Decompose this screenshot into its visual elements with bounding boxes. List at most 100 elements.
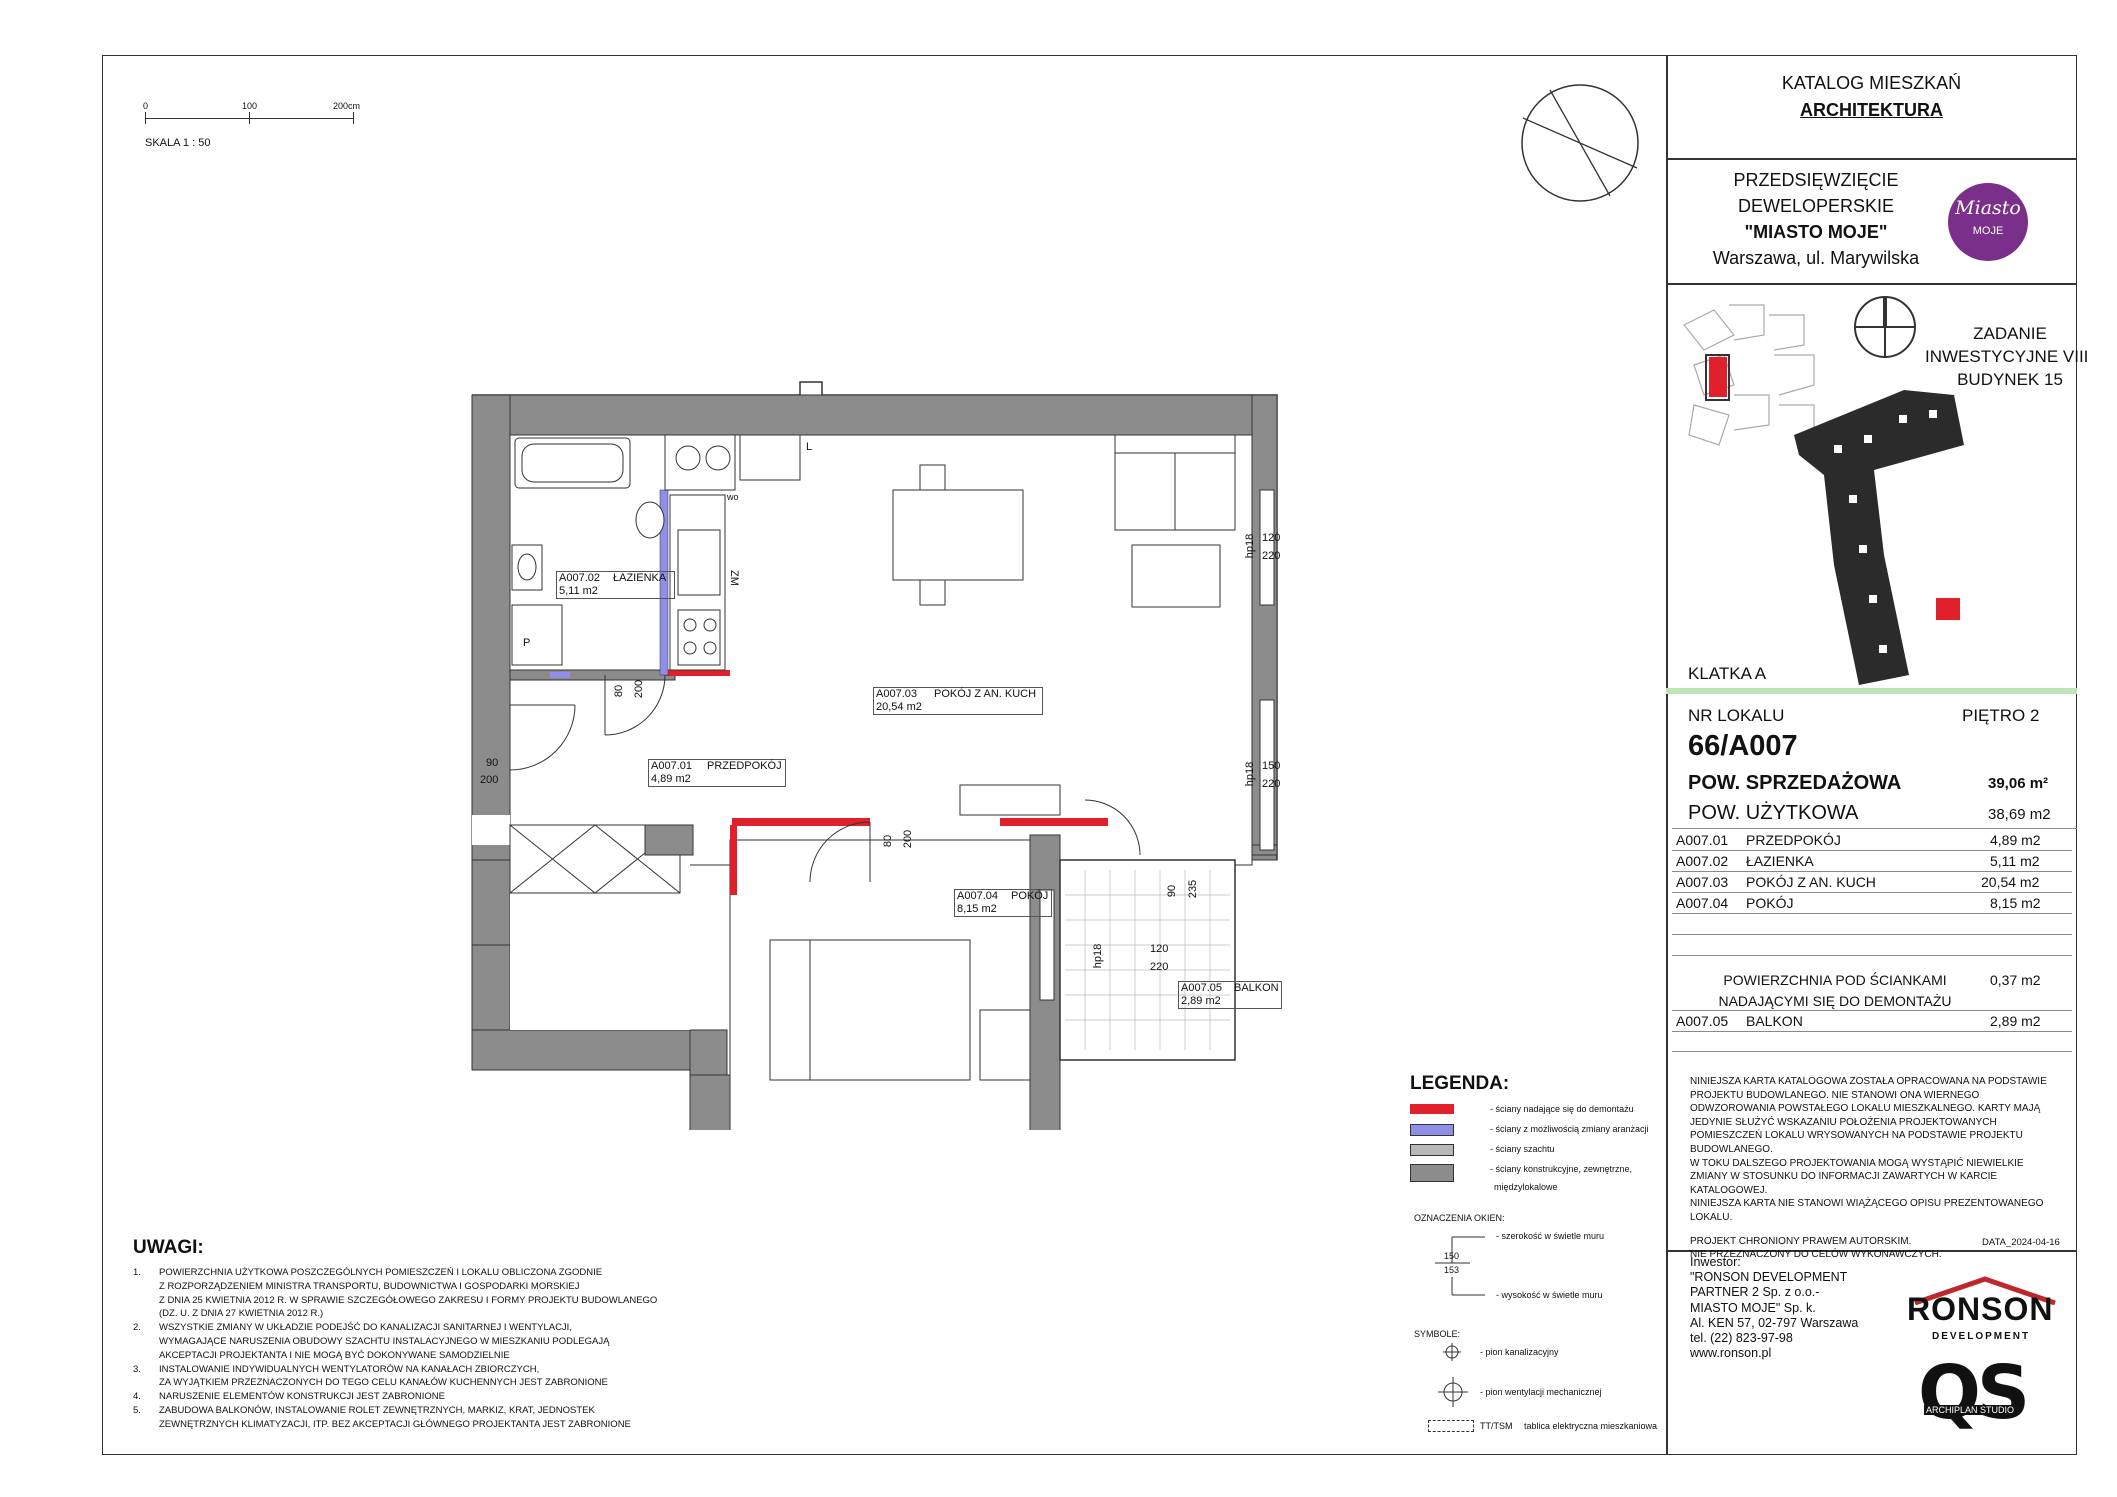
symbol-2: - pion wentylacji mechanicznej [1480,1387,1602,1397]
room-label-pokoj-kuch: A007.03 POKÓJ Z AN. KUCH 20,54 m2 [873,687,1043,715]
sewer-riser-icon [1443,1343,1461,1361]
title-block-divider [1666,55,1668,1455]
usable-area-label: POW. UŻYTKOWA [1688,802,1859,824]
usable-area-value: 38,69 m2 [1988,806,2051,823]
dim-entry-w: 90 [486,757,499,769]
scale-label: SKALA 1 : 50 [145,137,211,149]
ronson-roof-icon [1914,1276,2056,1305]
label-zm: ZM [727,570,740,586]
win2-h: 220 [1262,778,1281,790]
room-row-empty [1672,935,2072,956]
north-arrow-icon [1521,84,1639,202]
project-l1: PRZEDSIĘWZIĘCIE [1733,170,1899,190]
win2-hp: hp18 [1244,761,1257,787]
staircase: KLATKA A [1688,664,1767,683]
win-bot: 153 [1444,1265,1460,1275]
legend-swatch-blue [1410,1124,1454,1136]
disclaimer: NINIEJSZA KARTA KATALOGOWA ZOSTAŁA OPRAC… [1690,1076,2047,1261]
divider [1666,283,2077,285]
win1-h: 220 [1262,550,1281,562]
catalog-title: KATALOG MIESZKAŃ [1781,73,1962,93]
divider [1666,1250,2077,1252]
electric-panel-icon [1428,1420,1474,1432]
win-height-desc: - wysokość w świetle muru [1496,1290,1603,1300]
section-title: ARCHITEKTURA [1800,100,1943,120]
dim-door-bath-h: 200 [633,679,646,699]
date-label: DATA_2024-04-16 [1982,1237,2060,1248]
project-l3: "MIASTO MOJE" [1744,222,1888,242]
walls-label-l1: POWIERZCHNIA POD ŚCIANKAMI [1723,972,1947,988]
drawing-frame [102,55,2077,1455]
ronson-logo: RONSON [1907,1291,2054,1327]
dim-door-room-w: 80 [882,834,895,848]
nr-lokalu-label: NR LOKALU [1688,706,1785,725]
legend-item: - ściany z możliwością zmiany aranżacji [1490,1124,1649,1134]
notes-title: UWAGI: [133,1237,204,1258]
task-l2: INWESTYCYJNE VIII [1925,347,2089,366]
win1-hp: hp18 [1244,533,1257,559]
bal-door-h: 235 [1187,879,1200,899]
sales-area-label: POW. SPRZEDAŻOWA [1688,772,1902,794]
notes-list: 1.POWIERZCHNIA UŻYTKOWA POSZCZEGÓLNYCH P… [133,1267,658,1430]
room-row-empty [1672,1031,2072,1052]
win1-w: 120 [1262,532,1281,544]
legend-item: - ściany konstrukcyjne, zewnętrzne, [1490,1164,1633,1174]
sales-area-value: 39,06 m² [1988,775,2049,792]
legend-item: - ściany szachtu [1490,1144,1555,1154]
windows-title: OZNACZENIA OKIEN: [1414,1213,1505,1223]
label-wm: wo [727,492,739,502]
win3-w: 120 [1150,943,1169,955]
north-arrow-small-icon [1854,296,1916,358]
scale-tick-200: 200cm [333,101,361,111]
floor-label: PIĘTRO 2 [1962,706,2040,725]
symbol-3b: tablica elektryczna mieszkaniowa [1524,1421,1658,1431]
win3-hp: hp18 [1092,943,1105,969]
green-separator [1666,688,2077,694]
floor-plan [471,381,1278,1130]
site-map [1683,304,1964,685]
bal-door-w: 90 [1166,884,1179,898]
project-l2: DEWELOPERSKIE [1737,196,1895,216]
archiplan-label: ARCHIPLAN STUDIO [1924,1405,2017,1415]
divider [1666,158,2077,160]
win2-w: 150 [1262,760,1281,772]
label-p: P [523,637,531,649]
win-width-desc: - szerokość w świetle muru [1496,1231,1605,1241]
room-label-przedpokoj: A007.01 PRZEDPOKÓJ 4,89 m2 [648,759,786,787]
ronson-sub: DEVELOPMENT [1932,1331,2031,1342]
room-label-pokoj: A007.04 POKÓJ 8,15 m2 [954,889,1052,917]
legend-title: LEGENDA: [1410,1073,1510,1094]
symbol-1: - pion kanalizacyjny [1480,1347,1559,1357]
legend-swatch-dark [1410,1164,1454,1182]
archiplan-logo-icon: QS [1918,1350,2030,1436]
dim-door-room-h: 200 [902,829,915,849]
window-symbol-icon [1435,1236,1485,1296]
dim-door-bath-w: 80 [613,684,626,698]
win-top: 150 [1444,1251,1460,1261]
legend-swatch-gray [1410,1144,1454,1156]
scale-bar [145,112,355,124]
room-label-lazienka: A007.02 ŁAZIENKA 5,11 m2 [556,571,675,599]
miasto-moje-logo: Miasto MOJE [1948,183,2028,261]
ventilation-riser-icon [1438,1377,1468,1407]
walls-label-l2: NADAJĄCYMI SIĘ DO DEMONTAŻU [1718,993,1952,1009]
project-l4: Warszawa, ul. Marywilska [1712,248,1920,268]
task-l3: BUDYNEK 15 [1957,370,2063,389]
room-label-balkon: A007.05 BALKON 2,89 m2 [1178,981,1282,1009]
walls-value: 0,37 m2 [1990,972,2041,988]
legend-item-cont: międzylokalowe [1494,1182,1558,1192]
dim-entry-h: 200 [480,774,499,786]
room-row-empty [1672,914,2072,935]
label-l: L [806,441,813,453]
win3-h: 220 [1150,961,1169,973]
scale-tick-100: 100 [242,101,258,111]
scale-tick-0: 0 [143,101,149,111]
task-l1: ZADANIE [1973,324,2047,343]
symbols-title: SYMBOLE: [1414,1329,1461,1339]
